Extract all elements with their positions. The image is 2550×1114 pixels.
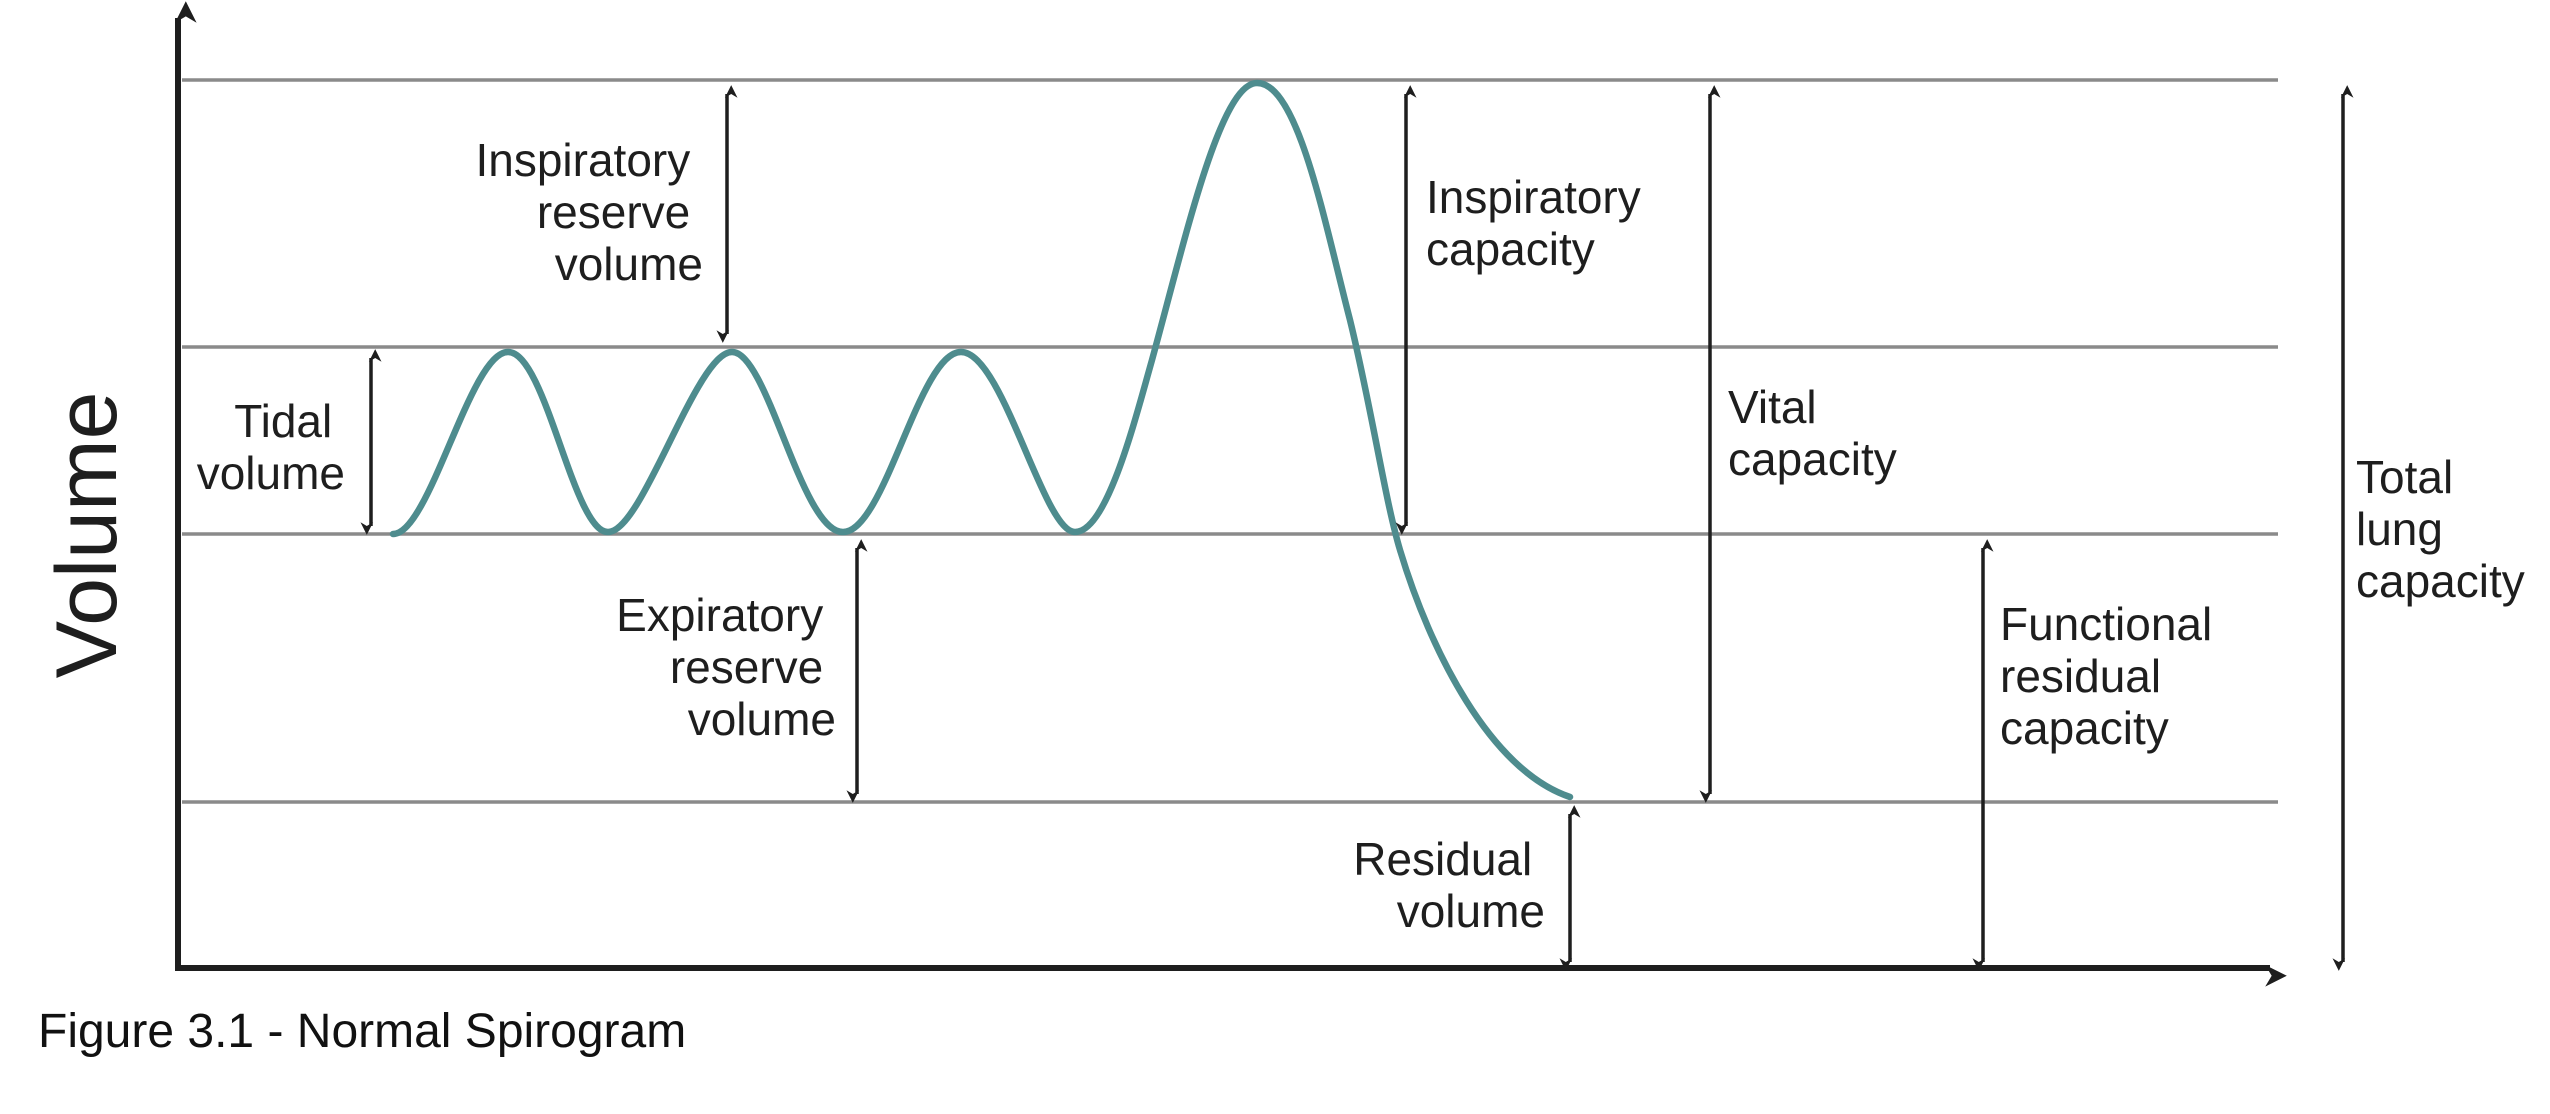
expiratory-reserve-volume-label: Expiratory reserve volume	[616, 589, 836, 745]
functional-residual-capacity-label: Functional residual capacity	[2000, 598, 2225, 754]
inspiratory-capacity-label: Inspiratory capacity	[1426, 171, 1654, 275]
inspiratory-reserve-volume-label: Inspiratory reserve volume	[475, 134, 703, 290]
spirogram-curve	[389, 79, 1574, 801]
tidal-volume-label: Tidal volume	[197, 395, 345, 499]
volume-axis-title: Volume	[39, 392, 135, 679]
residual-volume-label: Residual volume	[1353, 833, 1545, 937]
vital-capacity-label: Vital capacity	[1728, 381, 1897, 485]
total-lung-capacity-label: Total lung capacity	[2356, 451, 2525, 607]
figure-caption: Figure 3.1 - Normal Spirogram	[38, 1005, 686, 1058]
